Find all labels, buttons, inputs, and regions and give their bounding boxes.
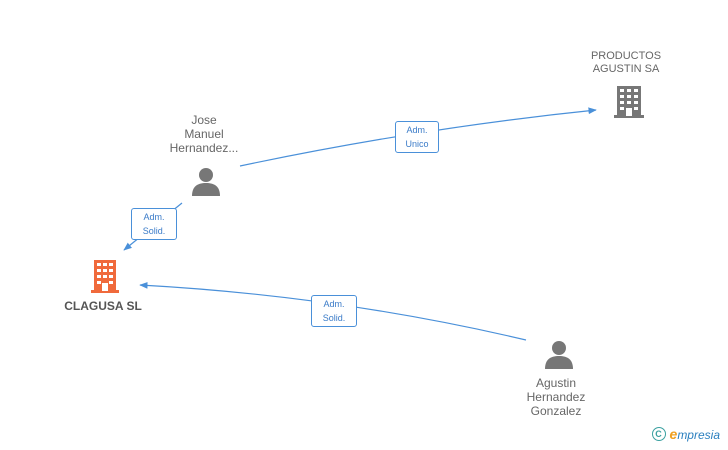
copyright-icon: C [651,427,666,441]
brand-logo: empresia [669,426,720,442]
brand-watermark: C empresia [651,426,720,442]
edge-label-adm-solid: Adm. Solid. [311,295,357,327]
node-label-jose[interactable]: Jose Manuel Hernandez... [169,113,239,155]
node-label-productos[interactable]: PRODUCTOS AGUSTIN SA [590,50,662,75]
building-icon[interactable] [614,86,644,118]
building-icon[interactable] [91,260,119,293]
node-label-agustin[interactable]: Agustin Hernandez Gonzalez [526,376,586,418]
person-icon[interactable] [545,341,573,369]
edge-label-adm-unico: Adm. Unico [395,121,439,153]
node-label-clagusa[interactable]: CLAGUSA SL [64,299,142,313]
edge-label-adm-solid: Adm. Solid. [131,208,177,240]
person-icon[interactable] [192,168,220,196]
